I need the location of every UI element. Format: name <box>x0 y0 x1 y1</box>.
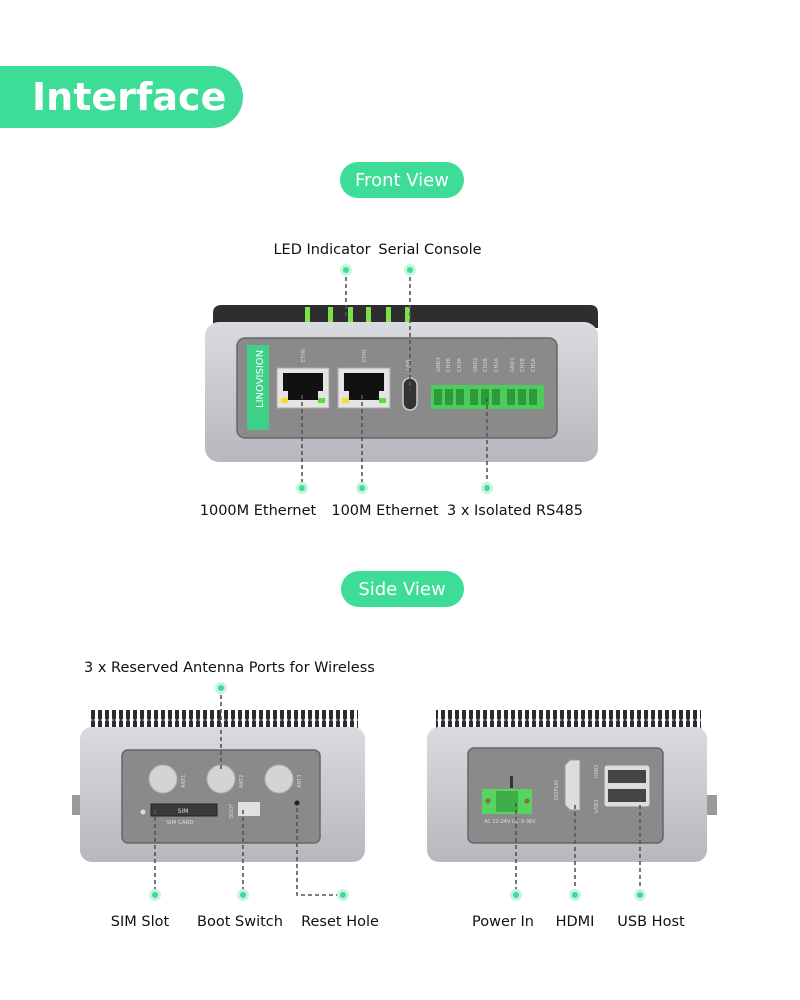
svg-text:CH1A: CH1A <box>531 358 537 372</box>
svg-text:DISPLAY: DISPLAY <box>554 779 560 800</box>
sim-slot <box>150 803 218 817</box>
left-side-device: ANT1 ANT2 ANT3 SIM SIM CARD BOOT <box>72 710 365 862</box>
svg-text:ANT2: ANT2 <box>239 775 245 788</box>
side-view-heading: Side View <box>358 579 445 600</box>
callout-100m-ethernet: 100M Ethernet <box>331 503 439 519</box>
right-side-device: AC 12-24V DC 9-36V DISPLAY USB2 USB3 <box>427 710 717 862</box>
front-view-heading: Front View <box>355 170 449 191</box>
front-leaders <box>296 264 493 494</box>
svg-text:BOOT: BOOT <box>229 803 235 818</box>
svg-text:ETH1: ETH1 <box>362 349 368 362</box>
brand-logo: LINOVISION <box>255 350 266 408</box>
svg-text:GND2: GND2 <box>473 357 479 372</box>
eth1-port: ETH1 <box>337 349 391 409</box>
svg-text:GND1: GND1 <box>510 357 516 372</box>
callout-rs485: 3 x Isolated RS485 <box>447 503 583 519</box>
svg-text:CH2B: CH2B <box>483 358 489 372</box>
boot-switch <box>238 802 260 816</box>
page-title: Interface <box>32 75 226 119</box>
callout-led-indicator: LED Indicator <box>273 242 370 258</box>
svg-text:CH2A: CH2A <box>494 358 500 372</box>
svg-text:ANT1: ANT1 <box>181 775 187 788</box>
rs485-terminal-block: GND3 CH3B CH3A GND2 CH2B CH2A GND1 CH1B … <box>431 357 544 409</box>
svg-text:USB2: USB2 <box>594 765 600 778</box>
callout-boot-switch: Boot Switch <box>197 914 283 930</box>
svg-text:AC 12-24V DC 9-36V: AC 12-24V DC 9-36V <box>484 819 536 825</box>
svg-text:CH3B: CH3B <box>446 358 452 372</box>
callout-antenna-ports: 3 x Reserved Antenna Ports for Wireless <box>84 660 375 676</box>
antenna-port-2 <box>206 764 236 794</box>
front-device: LINOVISION ETH0 ETH1 USB <box>205 305 598 462</box>
svg-text:SIM: SIM <box>178 808 189 815</box>
callout-power-in: Power In <box>472 914 534 930</box>
svg-text:GND3: GND3 <box>436 357 442 372</box>
led-indicators <box>305 307 410 325</box>
side-view-badge: Side View <box>341 571 464 607</box>
hdmi-port <box>564 759 581 811</box>
callout-usb-host: USB Host <box>617 914 685 930</box>
svg-text:ETH0: ETH0 <box>301 349 307 362</box>
svg-text:CH1B: CH1B <box>520 358 526 372</box>
brand-strip <box>247 345 269 430</box>
side-leaders <box>149 682 646 901</box>
title-banner: Interface <box>0 66 243 128</box>
eth0-port: ETH0 <box>276 349 330 409</box>
svg-text:ANT3: ANT3 <box>297 775 303 788</box>
svg-text:USB: USB <box>406 359 412 370</box>
svg-text:USB3: USB3 <box>594 800 600 813</box>
callout-reset-hole: Reset Hole <box>301 914 379 930</box>
antenna-port-1 <box>148 764 178 794</box>
svg-text:SIM CARD: SIM CARD <box>166 820 193 826</box>
callout-sim-slot: SIM Slot <box>111 914 170 930</box>
callout-1000m-ethernet: 1000M Ethernet <box>200 503 317 519</box>
front-view-badge: Front View <box>340 162 464 198</box>
svg-text:CH3A: CH3A <box>457 358 463 372</box>
callout-hdmi: HDMI <box>556 914 595 930</box>
callout-serial-console: Serial Console <box>378 242 481 258</box>
antenna-port-3 <box>264 764 294 794</box>
reset-hole <box>294 800 300 806</box>
